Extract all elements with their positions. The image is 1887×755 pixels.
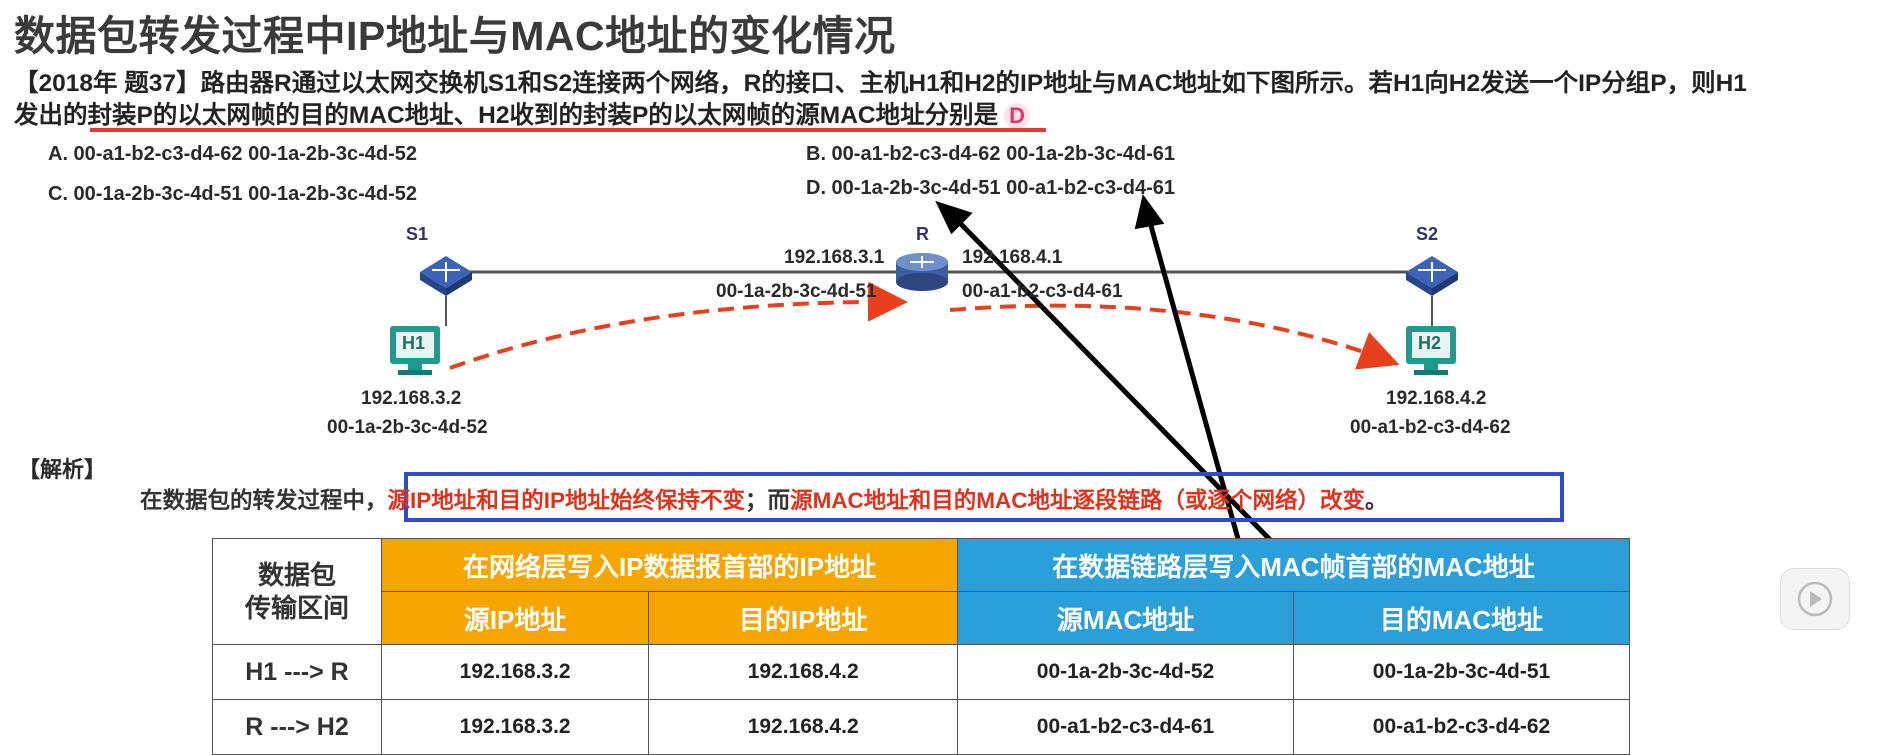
question-line-1: 【2018年 题37】路由器R通过以太网交换机S1和S2连接两个网络，R的接口、… [14, 70, 1747, 97]
table-cell: 00-a1-b2-c3-d4-61 [957, 699, 1294, 755]
r-left-mac: 00-1a-2b-3c-4d-51 [716, 281, 877, 302]
analysis-mac-rule: 源MAC地址和目的MAC地址逐段链路（或逐个网络）改变 [790, 488, 1366, 513]
analysis-separator: ；而 [745, 488, 791, 513]
host-h2-icon [1406, 326, 1456, 375]
r-right-mac: 00-a1-b2-c3-d4-61 [962, 281, 1123, 302]
option-b: B. 00-a1-b2-c3-d4-62 00-1a-2b-3c-4d-61 [806, 143, 1176, 165]
analysis-ip-rule: 源IP地址和目的IP地址始终保持不变 [387, 488, 746, 513]
h2-mac: 00-a1-b2-c3-d4-62 [1350, 417, 1511, 438]
table-cell: 00-1a-2b-3c-4d-51 [1292, 644, 1631, 700]
table-row: H1 ---> R 192.168.3.2 192.168.4.2 00-1a-… [212, 644, 1631, 700]
analysis-text: 在数据包的转发过程中，源IP地址和目的IP地址始终保持不变；而源MAC地址和目的… [140, 483, 1388, 515]
table-cell: 192.168.3.2 [380, 699, 650, 755]
switch-s1-label: S1 [406, 224, 429, 244]
router-r-icon [896, 253, 948, 291]
row-label: H1 ---> R [212, 644, 382, 700]
table-cell: 192.168.4.2 [648, 699, 959, 755]
switch-s1-icon [420, 256, 472, 296]
analysis-end: 。 [1365, 488, 1388, 513]
table-cell: 192.168.4.2 [648, 644, 959, 700]
col-dst-ip: 目的IP地址 [648, 591, 959, 645]
host-h1-label: H1 [402, 333, 426, 353]
option-d: D. 00-1a-2b-3c-4d-51 00-a1-b2-c3-d4-61 [806, 177, 1176, 199]
h1-to-r-arrow [449, 281, 908, 370]
table-cell: 00-a1-b2-c3-d4-62 [1292, 699, 1631, 755]
row-label: R ---> H2 [212, 699, 382, 755]
analysis-heading: 【解析】 [18, 457, 107, 482]
page-title: 数据包转发过程中IP地址与MAC地址的变化情况 [14, 13, 896, 59]
router-r-label: R [916, 224, 929, 244]
r-right-ip: 192.168.4.1 [962, 247, 1063, 268]
option-a: A. 00-a1-b2-c3-d4-62 00-1a-2b-3c-4d-52 [48, 143, 418, 165]
table-corner-header: 数据包传输区间 [212, 538, 382, 645]
table-cell: 192.168.3.2 [380, 644, 650, 700]
question-line-2-text: 发出的封装P的以太网帧的目的MAC地址、H2收到的封装P的以太网帧的源MAC地址… [14, 102, 999, 129]
h2-ip: 192.168.4.2 [1386, 388, 1487, 409]
analysis-highlight-box [404, 472, 1564, 522]
play-button[interactable] [1780, 568, 1850, 630]
table-row: R ---> H2 192.168.3.2 192.168.4.2 00-a1-… [212, 699, 1631, 755]
col-src-mac: 源MAC地址 [957, 591, 1294, 645]
h1-mac: 00-1a-2b-3c-4d-52 [327, 417, 488, 438]
question-line-2: 发出的封装P的以太网帧的目的MAC地址、H2收到的封装P的以太网帧的源MAC地址… [14, 96, 1031, 131]
network-diagram [390, 194, 1458, 691]
host-h2-label: H2 [1418, 333, 1442, 353]
address-table: 数据包传输区间 在网络层写入IP数据报首部的IP地址 在数据链路层写入MAC帧首… [212, 538, 1631, 755]
mac-group-header: 在数据链路层写入MAC帧首部的MAC地址 [957, 538, 1630, 592]
h1-ip: 192.168.3.2 [361, 388, 462, 409]
question-underline [90, 128, 1046, 132]
r-left-ip: 192.168.3.1 [784, 247, 885, 268]
switch-s2-icon [1406, 256, 1458, 296]
col-dst-mac: 目的MAC地址 [1292, 591, 1631, 645]
play-icon [1797, 581, 1833, 617]
option-c: C. 00-1a-2b-3c-4d-51 00-1a-2b-3c-4d-52 [48, 183, 418, 205]
analysis-prefix: 在数据包的转发过程中， [140, 488, 388, 513]
r-to-h2-arrow [949, 303, 1400, 370]
host-h1-icon [390, 326, 440, 375]
switch-s2-label: S2 [1416, 224, 1439, 244]
col-src-ip: 源IP地址 [380, 591, 650, 645]
answer-badge: D [1004, 103, 1031, 129]
ip-group-header: 在网络层写入IP数据报首部的IP地址 [380, 538, 959, 592]
table-cell: 00-1a-2b-3c-4d-52 [957, 644, 1294, 700]
